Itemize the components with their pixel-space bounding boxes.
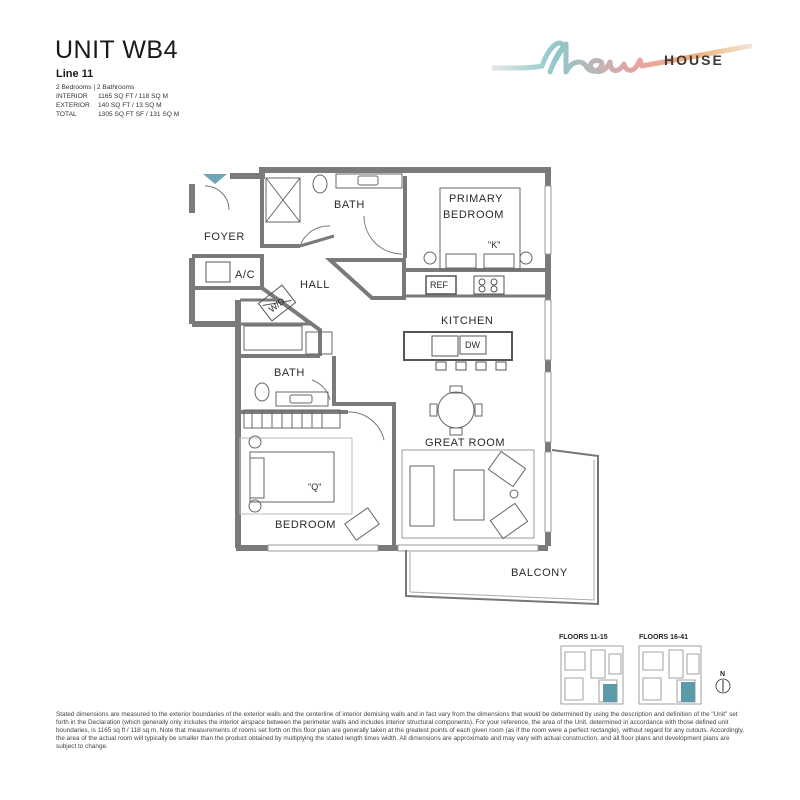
flow-house-logo [492, 40, 752, 75]
toilet-lower-icon [254, 382, 270, 402]
key-plans: FLOORS 11-15 FLOORS 16-41 N [559, 634, 731, 705]
vanity-top [335, 173, 403, 189]
window-bottom-bed [267, 544, 379, 552]
bed-queen [249, 451, 335, 503]
door-bath-top [363, 215, 403, 255]
dining-table [437, 391, 475, 429]
balcony-railing [409, 460, 595, 601]
spec-bed-bath: 2 Bedrooms | 2 Bathrooms [56, 84, 135, 91]
cooktop [473, 275, 505, 295]
keyplan-right-highlight [681, 682, 695, 702]
line-label: Line 11 [56, 68, 94, 80]
chair-bedroom [344, 507, 380, 541]
label-bed-q: "Q" [308, 482, 321, 492]
label-balcony: BALCONY [511, 567, 568, 579]
entry-arrow-icon [203, 174, 227, 184]
balcony-outline [405, 449, 599, 606]
keyplan-left-label: FLOORS 11-15 [559, 634, 608, 641]
wall-hall-closet [324, 258, 406, 300]
label-primary-1: PRIMARY [449, 193, 503, 205]
shower-stall [265, 177, 301, 223]
logo-house-word: HOUSE [664, 52, 724, 68]
label-ref: REF [430, 280, 449, 290]
bathtub [243, 325, 303, 351]
ref-box [425, 275, 457, 295]
label-kitchen: KITCHEN [441, 315, 493, 327]
vanity-lower [275, 391, 329, 407]
toilet-top-icon [312, 174, 328, 194]
window-bottom-great [397, 544, 539, 552]
wd-unit [257, 284, 297, 322]
label-bath-top: BATH [334, 199, 365, 211]
door-hall [299, 225, 331, 247]
label-hall: HALL [300, 279, 330, 291]
exterior-wall-top [230, 167, 551, 179]
label-primary-2: BEDROOM [443, 209, 504, 221]
dw-box [459, 335, 487, 355]
disclaimer-text: Stated dimensions are measured to the ex… [56, 711, 745, 751]
door-lower-bath [311, 379, 331, 401]
label-bath-lower: BATH [274, 367, 305, 379]
armchair-2 [489, 502, 529, 540]
wall-bath-bottom [299, 234, 335, 248]
keyplan-right-label: FLOORS 16-41 [639, 634, 688, 641]
window-right-3 [544, 371, 552, 443]
label-foyer: FOYER [204, 231, 245, 243]
door-entry [204, 185, 230, 211]
wall-lower-bath-right [332, 356, 396, 410]
wall-bath-top-left [260, 176, 300, 248]
label-dw: DW [465, 340, 480, 350]
label-bed-k: "K" [488, 240, 500, 250]
door-bedroom [347, 411, 385, 441]
window-right-4 [544, 451, 552, 533]
sofa [409, 465, 435, 527]
label-great-room: GREAT ROOM [425, 437, 505, 449]
armchair-1 [487, 450, 527, 488]
north-arrow-icon: N [715, 671, 731, 694]
logo-swoosh [492, 40, 752, 75]
coffee-table [453, 469, 485, 521]
bed-king [439, 187, 521, 271]
ac-unit [205, 261, 231, 283]
label-ac: A/C [235, 269, 255, 281]
unit-title: UNIT WB4 [55, 36, 178, 64]
wall-wd [240, 298, 315, 326]
label-bedroom: BEDROOM [275, 519, 336, 531]
kitchen-island [403, 331, 513, 361]
svg-text:N: N [720, 671, 725, 678]
window-right-2 [544, 299, 552, 361]
window-right-1 [544, 185, 552, 255]
keyplan-left-highlight [603, 684, 617, 702]
rug [401, 449, 535, 539]
wall-foyer-ac [192, 254, 264, 290]
wall-hall-diagonal [260, 286, 322, 356]
